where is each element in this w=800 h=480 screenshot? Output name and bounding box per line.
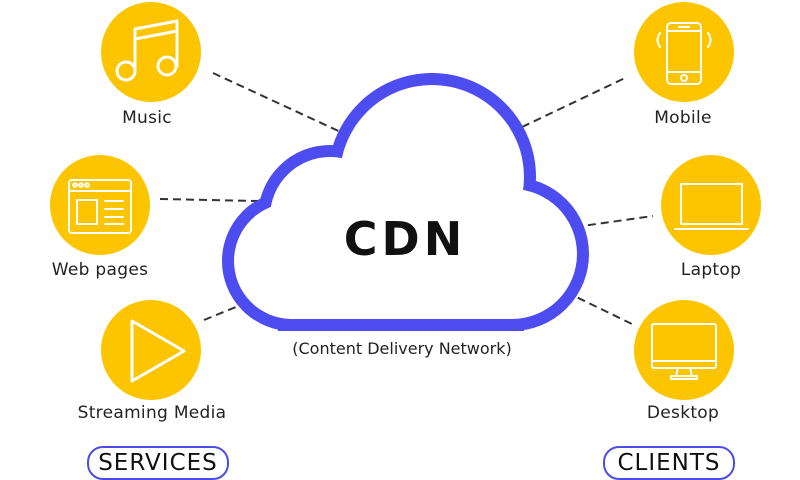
streaming-media-label: Streaming Media (77, 403, 227, 423)
desktop-node (634, 300, 734, 400)
connector-laptop (574, 215, 654, 228)
web-pages-label: Web pages (51, 260, 149, 280)
desktop-label: Desktop (646, 403, 720, 423)
services-heading: SERVICES (87, 446, 229, 480)
connector-streaming (203, 306, 237, 321)
connectors (159, 72, 654, 326)
web-page-icon (68, 179, 132, 234)
streaming-node (101, 300, 201, 400)
cdn-title: CDN (343, 212, 467, 266)
mobile-node (634, 2, 734, 102)
music-node (101, 2, 201, 102)
connector-desktop (565, 291, 635, 326)
music-note-icon (115, 19, 179, 82)
mobile-label: Mobile (654, 108, 712, 128)
mobile-phone-icon (656, 22, 712, 85)
connector-web-pages (159, 198, 259, 202)
clients-heading: CLIENTS (603, 446, 735, 480)
laptop-icon (674, 183, 749, 230)
cdn-subtitle: (Content Delivery Network) (292, 339, 512, 358)
play-icon (130, 319, 186, 383)
laptop-node (661, 155, 761, 255)
cloud-icon (222, 73, 589, 331)
web-pages-node (50, 155, 150, 255)
laptop-label: Laptop (680, 260, 742, 280)
connector-mobile (521, 77, 626, 128)
connector-music (212, 72, 346, 135)
desktop-monitor-icon (651, 323, 717, 380)
music-label: Music (122, 108, 172, 128)
